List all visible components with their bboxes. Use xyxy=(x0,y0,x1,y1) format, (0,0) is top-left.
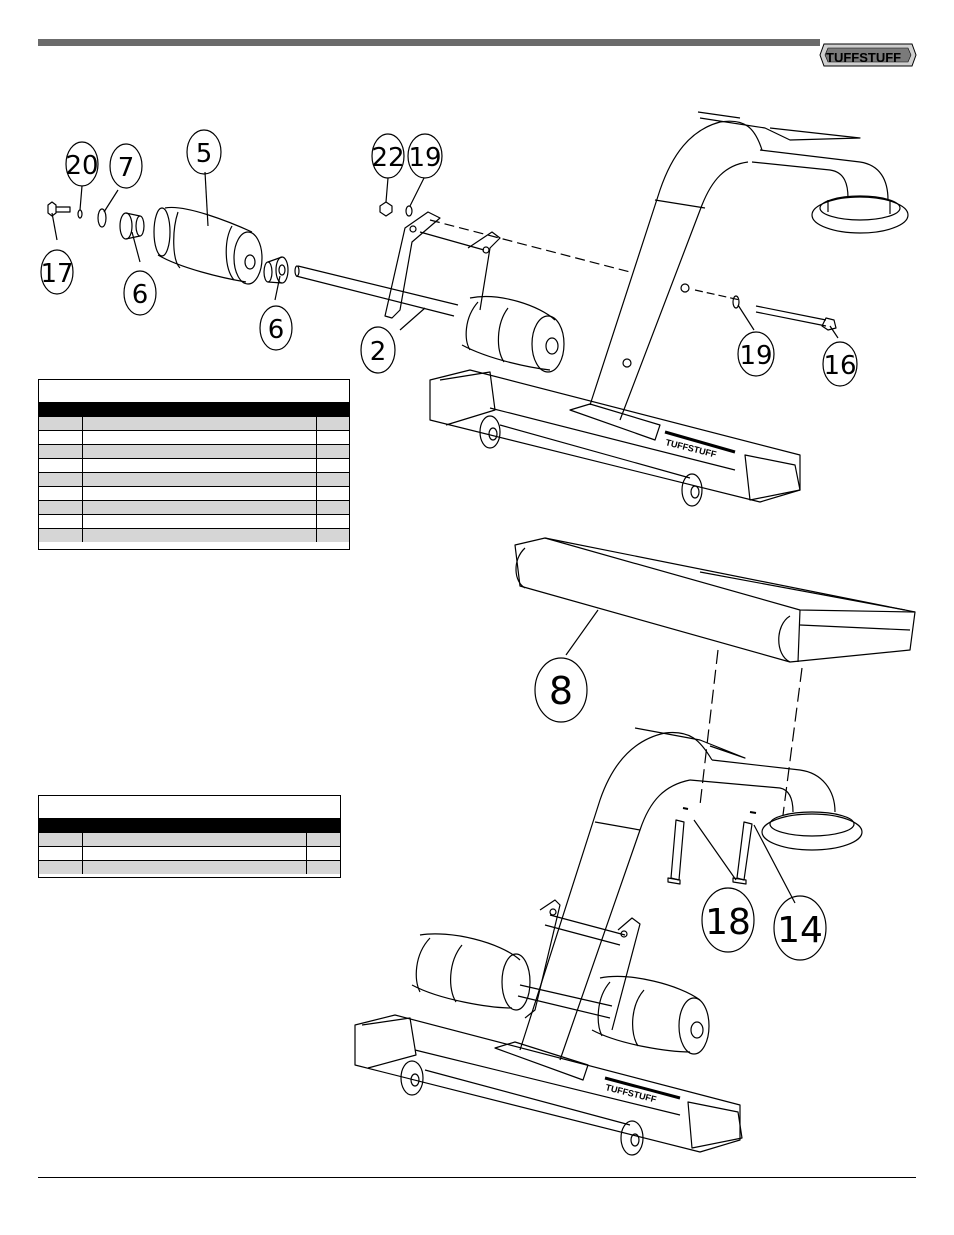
callout-22: 22 xyxy=(371,133,405,179)
exploded-view-top xyxy=(47,111,909,507)
table-row xyxy=(39,472,349,486)
callout-16: 16 xyxy=(822,341,858,387)
tuffstuff-logo xyxy=(819,43,917,67)
table-row xyxy=(39,860,340,874)
table-header-row xyxy=(39,403,349,416)
table-title-row xyxy=(39,380,349,403)
callout-14: 14 xyxy=(773,895,827,961)
table-row xyxy=(39,528,349,542)
table-row xyxy=(39,444,349,458)
callout-5: 5 xyxy=(186,129,222,175)
callout-8: 8 xyxy=(534,657,588,723)
parts-table-1 xyxy=(38,379,350,550)
table-row xyxy=(39,416,349,430)
table-row xyxy=(39,486,349,500)
callout-2: 2 xyxy=(360,326,396,374)
table-header-row xyxy=(39,819,340,832)
callout-6b: 6 xyxy=(259,305,293,351)
callout-20: 20 xyxy=(65,141,99,187)
svg-text:16: 16 xyxy=(823,351,856,381)
svg-text:20: 20 xyxy=(65,151,98,181)
callout-17: 17 xyxy=(40,249,74,295)
footer-rule xyxy=(38,1177,916,1178)
svg-text:6: 6 xyxy=(268,315,285,345)
table-row xyxy=(39,500,349,514)
callout-19a: 19 xyxy=(407,133,443,179)
table-row xyxy=(39,458,349,472)
callout-7: 7 xyxy=(109,143,143,189)
table-row xyxy=(39,846,340,860)
header-logo-text: TUFFSTUFF xyxy=(826,50,901,65)
table-row xyxy=(39,832,340,846)
table-title-row xyxy=(39,796,340,819)
svg-text:17: 17 xyxy=(40,259,73,289)
svg-text:8: 8 xyxy=(549,669,573,713)
parts-table-2 xyxy=(38,795,341,878)
svg-text:19: 19 xyxy=(739,341,772,371)
assembled-view-bottom xyxy=(354,537,916,1156)
leader-lines xyxy=(51,171,839,904)
svg-text:2: 2 xyxy=(370,337,387,367)
svg-text:14: 14 xyxy=(777,910,823,951)
table-row xyxy=(39,514,349,528)
svg-text:5: 5 xyxy=(196,139,213,169)
header-bar xyxy=(38,39,820,46)
table-row xyxy=(39,430,349,444)
svg-text:7: 7 xyxy=(118,153,135,183)
svg-text:6: 6 xyxy=(132,280,149,310)
svg-text:19: 19 xyxy=(408,143,441,173)
callout-6a: 6 xyxy=(123,270,157,316)
svg-text:18: 18 xyxy=(705,902,751,943)
svg-text:22: 22 xyxy=(371,143,404,173)
callout-19b: 19 xyxy=(737,331,775,377)
callout-18: 18 xyxy=(701,887,755,953)
